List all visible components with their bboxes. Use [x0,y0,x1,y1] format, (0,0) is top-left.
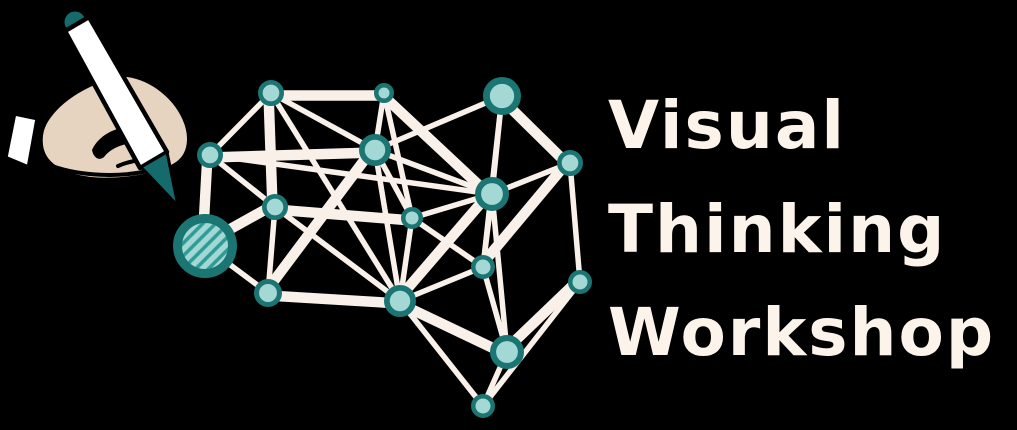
network-edge [476,157,569,267]
network-edge [265,147,378,296]
network-edge [265,290,403,304]
network-edge [393,187,491,301]
network-edge [271,209,415,226]
network-edge [265,204,278,296]
network-edge [480,279,583,409]
network-edge [381,90,415,221]
network-edge [372,93,505,153]
network-edge [272,204,403,304]
network-edge [567,160,583,285]
network-edge [500,275,580,352]
network-node [359,134,392,167]
network-node [401,207,423,229]
network-node [471,394,495,418]
pen-tip-icon [139,150,180,208]
network-edge [264,295,403,309]
network-graph [173,76,592,418]
network-node [257,79,284,106]
network-node [489,334,524,369]
logo-text-visual: Visual [608,87,846,164]
network-edge [268,90,378,153]
logo-text-workshop: Workshop [608,294,996,371]
network-node [196,141,223,168]
network-edge [381,90,495,197]
network-edge [397,298,510,355]
network-edge [397,298,486,409]
network-edge [207,147,378,158]
network-edge [372,147,403,304]
palm-bottom-line [50,164,154,177]
network-edge [395,302,508,360]
network-node [384,285,417,318]
hand-pen-illustration [2,8,192,208]
network-edge [372,147,495,197]
network-edge [261,144,374,293]
network-edge [397,191,495,304]
network-edge [409,215,486,270]
network-edge [377,93,492,201]
network-edge [263,90,273,210]
network-node [483,76,522,115]
network-edge [207,90,274,158]
logo-text-thinking: Thinking [608,191,947,268]
hatched-node-being-drawn [173,214,237,278]
network-node [261,193,288,220]
network-edge [489,191,510,355]
network-node [471,255,495,279]
shirt-cuff-icon [2,110,41,171]
network-node [253,278,282,307]
network-node [374,83,394,103]
network-node [557,149,584,176]
network-edge [207,152,278,210]
network-edge [272,204,415,221]
network-node [474,176,509,211]
network-edge [268,90,278,210]
network-node [568,270,592,294]
